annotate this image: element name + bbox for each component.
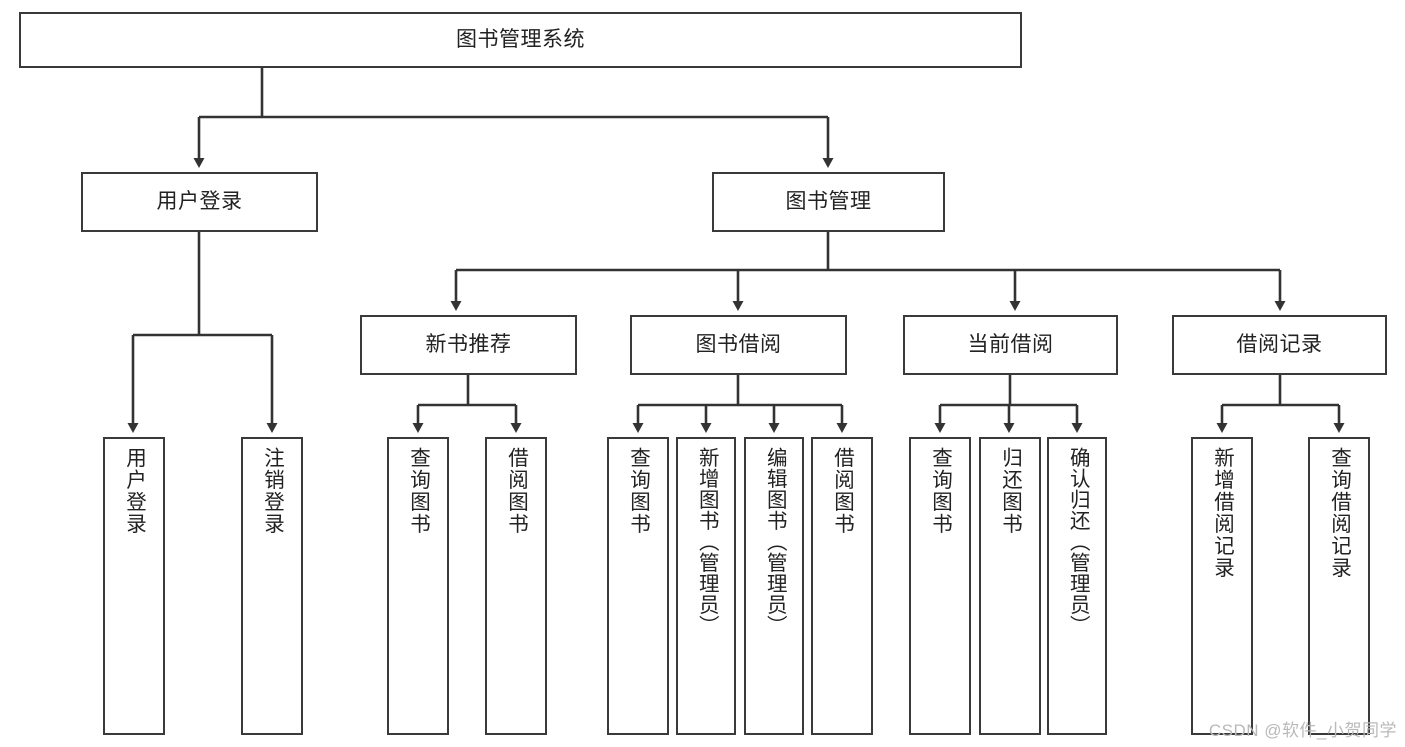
leaf-book-borrow-2-label: 新增图书（管理员） <box>695 447 719 636</box>
leaf-borrow-record-1-label: 新增借阅记录 <box>1210 447 1234 579</box>
leaf-book-borrow-4-label: 借阅图书 <box>830 447 854 535</box>
node-root[interactable]: 图书管理系统 <box>19 12 1022 68</box>
node-borrow-record-label: 借阅记录 <box>1236 333 1323 357</box>
leaf-new-book-2[interactable]: 借阅图书 <box>485 437 547 735</box>
leaf-borrow-record-2-label: 查询借阅记录 <box>1327 447 1351 579</box>
watermark-text: CSDN @软件_小贺同学 <box>1208 721 1397 740</box>
leaf-current-borrow-2-label: 归还图书 <box>998 447 1022 535</box>
leaf-user-login-1-label: 用户登录 <box>122 447 146 535</box>
leaf-current-borrow-3[interactable]: 确认归还（管理员） <box>1047 437 1107 735</box>
node-new-book-recommend-label: 新书推荐 <box>425 333 512 357</box>
node-book-borrow[interactable]: 图书借阅 <box>630 315 847 375</box>
leaf-user-login-2[interactable]: 注销登录 <box>241 437 303 735</box>
leaf-new-book-2-label: 借阅图书 <box>504 447 528 535</box>
leaf-book-borrow-3-label: 编辑图书（管理员） <box>763 447 787 636</box>
leaf-current-borrow-1[interactable]: 查询图书 <box>909 437 971 735</box>
leaf-current-borrow-3-label: 确认归还（管理员） <box>1066 447 1090 636</box>
node-current-borrow-label: 当前借阅 <box>967 333 1054 357</box>
leaf-book-borrow-2[interactable]: 新增图书（管理员） <box>676 437 736 735</box>
node-user-login-label: 用户登录 <box>156 190 243 214</box>
node-root-label: 图书管理系统 <box>456 28 585 52</box>
leaf-new-book-1-label: 查询图书 <box>406 447 430 535</box>
node-new-book-recommend[interactable]: 新书推荐 <box>360 315 577 375</box>
leaf-current-borrow-1-label: 查询图书 <box>928 447 952 535</box>
node-book-borrow-label: 图书借阅 <box>695 333 782 357</box>
leaf-borrow-record-1[interactable]: 新增借阅记录 <box>1191 437 1253 735</box>
node-book-management-label: 图书管理 <box>785 190 872 214</box>
leaf-new-book-1[interactable]: 查询图书 <box>387 437 449 735</box>
leaf-book-borrow-3[interactable]: 编辑图书（管理员） <box>744 437 804 735</box>
node-book-management[interactable]: 图书管理 <box>712 172 945 232</box>
node-user-login[interactable]: 用户登录 <box>81 172 318 232</box>
node-borrow-record[interactable]: 借阅记录 <box>1172 315 1387 375</box>
leaf-book-borrow-4[interactable]: 借阅图书 <box>811 437 873 735</box>
leaf-book-borrow-1-label: 查询图书 <box>626 447 650 535</box>
leaf-book-borrow-1[interactable]: 查询图书 <box>607 437 669 735</box>
leaf-borrow-record-2[interactable]: 查询借阅记录 <box>1308 437 1370 735</box>
leaf-user-login-1[interactable]: 用户登录 <box>103 437 165 735</box>
node-current-borrow[interactable]: 当前借阅 <box>903 315 1118 375</box>
leaf-user-login-2-label: 注销登录 <box>260 447 284 535</box>
leaf-current-borrow-2[interactable]: 归还图书 <box>979 437 1041 735</box>
